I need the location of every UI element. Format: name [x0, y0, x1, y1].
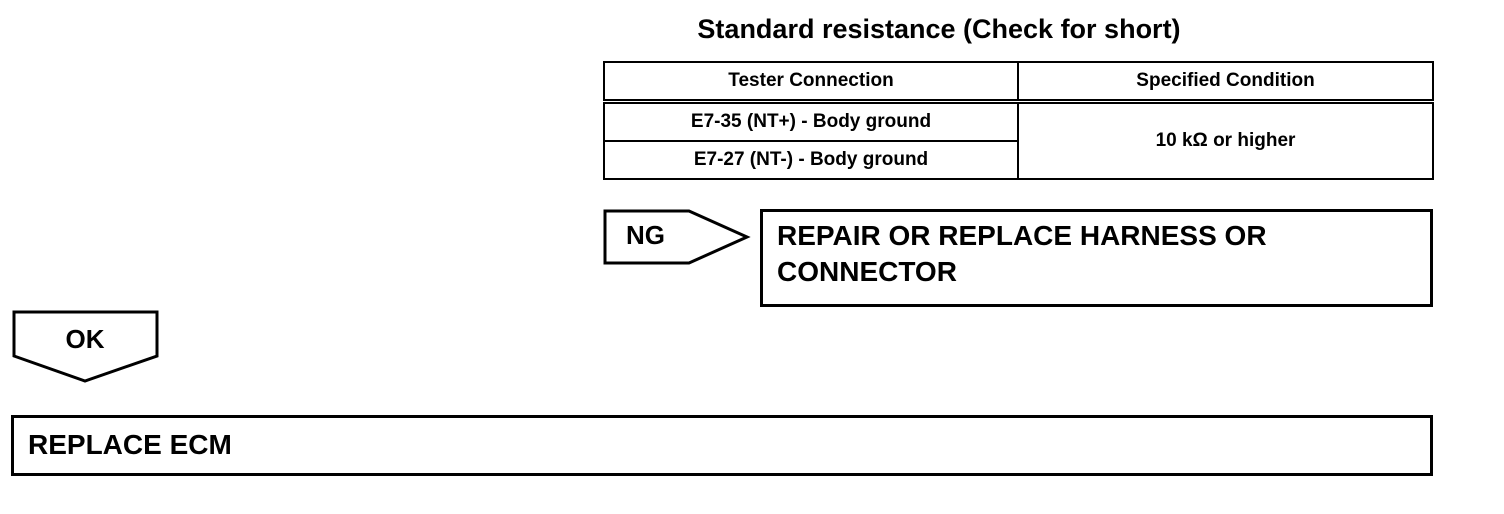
ng-label: NG — [626, 220, 665, 250]
header-specified-condition: Specified Condition — [1017, 61, 1434, 104]
header-tester-connection: Tester Connection — [603, 61, 1019, 104]
ok-arrow-icon — [12, 310, 159, 383]
table-header-row: Tester Connection Specified Condition — [603, 61, 1434, 104]
table-row: E7-27 (NT-) - Body ground — [603, 140, 1433, 180]
ok-action-text: REPLACE ECM — [28, 429, 232, 460]
resistance-table: Tester Connection Specified Condition E7… — [603, 61, 1434, 180]
ok-label: OK — [65, 324, 105, 354]
ng-action-line-2: CONNECTOR — [777, 256, 957, 287]
cell-condition: 10 kΩ or higher — [1017, 100, 1434, 180]
cell-connection-2: E7-27 (NT-) - Body ground — [603, 140, 1019, 180]
table-row: E7-35 (NT+) - Body ground 10 kΩ or highe… — [603, 100, 1434, 180]
ng-action-line-1: REPAIR OR REPLACE HARNESS OR — [777, 220, 1267, 251]
cell-connection-1: E7-35 (NT+) - Body ground — [603, 100, 1019, 142]
ng-action-box: REPAIR OR REPLACE HARNESS OR CONNECTOR — [760, 209, 1433, 307]
ok-action-box: REPLACE ECM — [11, 415, 1433, 476]
table-title: Standard resistance (Check for short) — [697, 14, 1181, 44]
ng-arrow-icon — [603, 209, 751, 265]
